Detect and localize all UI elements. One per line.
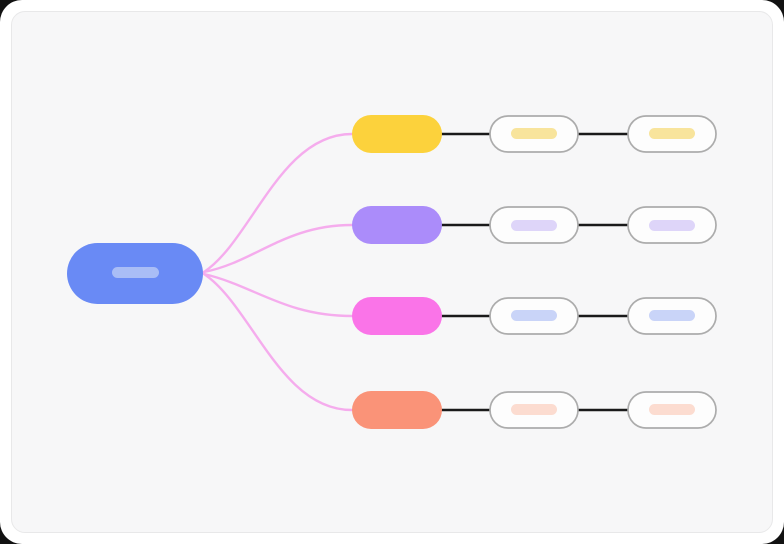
branch-node-orange[interactable] <box>352 391 442 429</box>
child-node-magenta-2-text-bar <box>649 310 695 321</box>
child-node-magenta-1-text-bar <box>511 310 557 321</box>
root-node-text-bar <box>112 267 159 278</box>
link-root-to-branch-yellow <box>202 132 354 274</box>
link-root-to-branch-orange <box>202 272 354 412</box>
child-node-orange-1-text-bar <box>511 404 557 415</box>
child-node-purple-1-text-bar <box>511 220 557 231</box>
root-branch-links <box>202 132 354 412</box>
branch-purple-group <box>352 206 717 244</box>
branch-orange-group <box>352 391 717 429</box>
branch-node-magenta[interactable] <box>352 297 442 335</box>
link-root-to-branch-magenta <box>202 272 354 318</box>
child-node-purple-2-text-bar <box>649 220 695 231</box>
root-node-group <box>67 243 203 304</box>
link-root-to-branch-purple <box>202 223 354 274</box>
branch-node-purple[interactable] <box>352 206 442 244</box>
child-node-yellow-1-text-bar <box>511 128 557 139</box>
child-node-yellow-2-text-bar <box>649 128 695 139</box>
branch-magenta-group <box>352 297 717 335</box>
branch-child-connectors <box>441 132 629 412</box>
branch-node-yellow[interactable] <box>352 115 442 153</box>
child-node-orange-2-text-bar <box>649 404 695 415</box>
branch-yellow-group <box>352 115 717 153</box>
